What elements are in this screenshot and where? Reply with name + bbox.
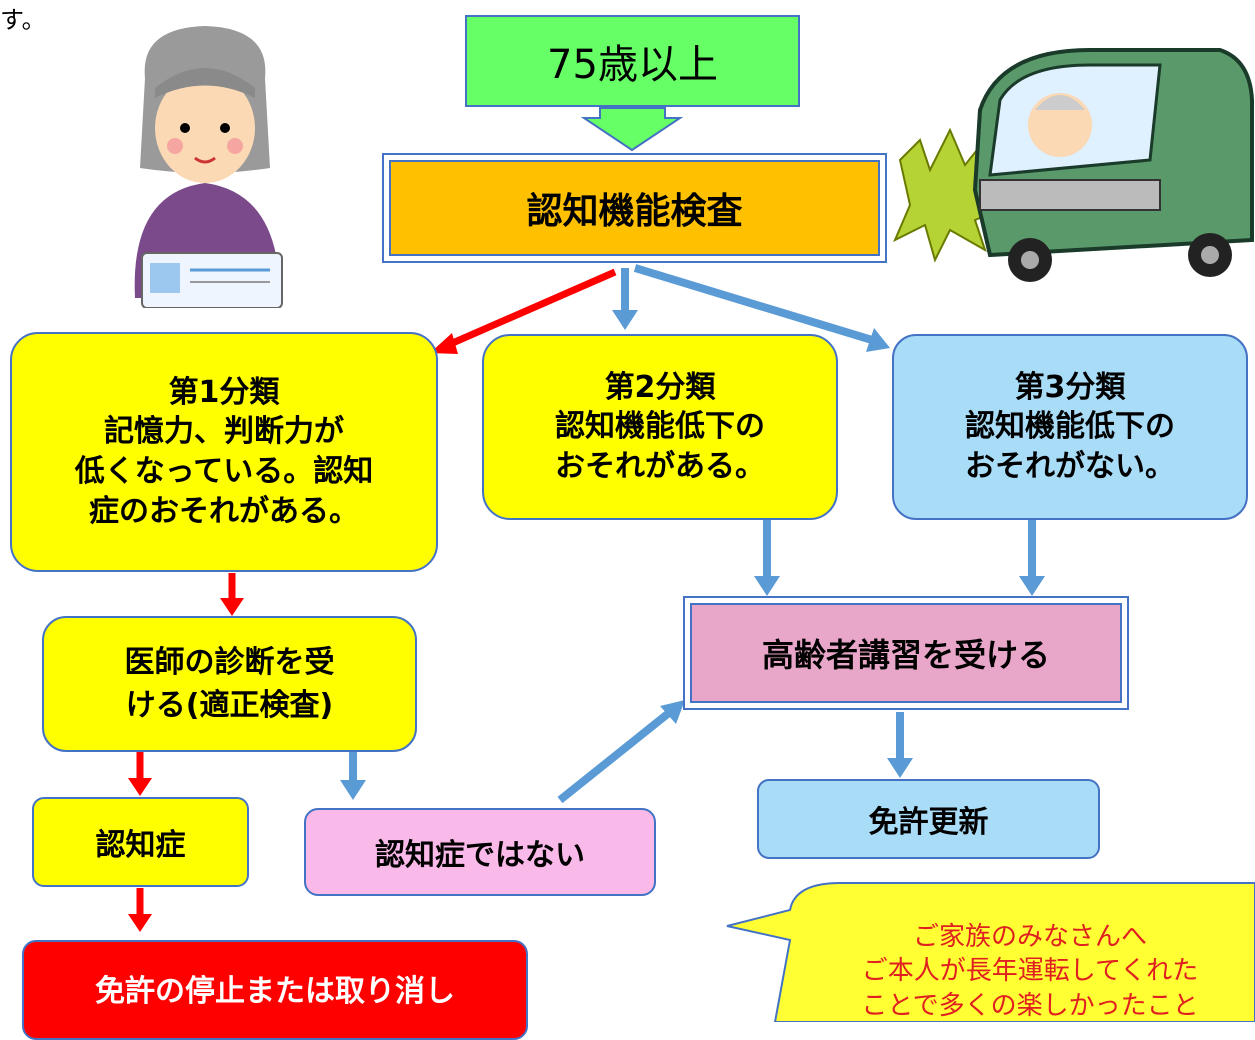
dementia-node: 認知症 — [32, 797, 249, 887]
not-dementia-node: 認知症ではない — [304, 808, 656, 896]
renewal-node: 免許更新 — [757, 779, 1100, 859]
class2-node: 第2分類 認知機能低下の おそれがある。 — [482, 334, 838, 520]
arrow-notdementia-to-lecture — [557, 708, 673, 804]
age-node: 75歳以上 — [465, 15, 800, 107]
arrow-test-to-class1 — [446, 268, 617, 349]
callout-text: ご家族のみなさんへ ご本人が長年運転してくれた ことで多くの楽しかったこと — [790, 920, 1255, 1023]
class3-node: 第3分類 認知機能低下の おそれがない。 — [892, 334, 1248, 520]
top-text-fragment: す。 — [0, 6, 46, 34]
callout-line-3: ことで多くの楽しかったこと — [861, 990, 1199, 1021]
test-node: 認知機能検査 — [382, 153, 887, 263]
car-crash-illustration — [893, 48, 1254, 282]
down-arrow-age-to-test — [580, 107, 684, 152]
callout-bubble — [726, 882, 1255, 1022]
revoke-node: 免許の停止または取り消し — [22, 940, 528, 1040]
callout-line-2: ご本人が長年運転してくれた — [861, 956, 1199, 987]
arrow-test-to-class3 — [633, 264, 874, 344]
elderly-woman-illustration — [134, 26, 283, 308]
class1-node: 第1分類 記憶力、判断力が 低くなっている。認知 症のおそれがある。 — [10, 332, 438, 572]
doctor-node: 医師の診断を受 ける(適正検査) — [42, 616, 417, 752]
lecture-node: 高齢者講習を受ける — [683, 596, 1129, 710]
callout-line-1: ご家族のみなさんへ — [912, 922, 1147, 952]
